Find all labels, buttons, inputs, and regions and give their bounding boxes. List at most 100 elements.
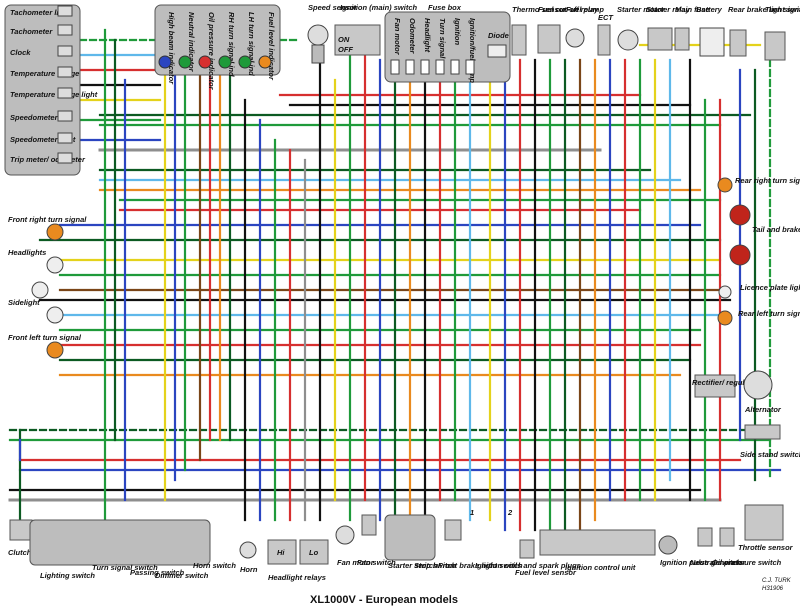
indicator-label-4: LH turn signal ind	[247, 12, 256, 76]
fuse-0	[390, 59, 400, 75]
left-lamp-2	[46, 306, 64, 324]
tail-brake-label: Tail and brake lights	[752, 225, 800, 234]
fan-motor-body	[335, 525, 355, 545]
alternator-label: Alternator	[744, 405, 782, 414]
indicator-lamp-0	[158, 55, 172, 69]
fuse-3	[435, 59, 445, 75]
fan-switch-label: Fan switch	[357, 558, 396, 567]
fan-switch-body	[361, 514, 377, 536]
fuel-relay-body	[537, 24, 561, 54]
relay-lo-text: Lo	[309, 548, 319, 557]
instrument-connector-7	[57, 152, 73, 164]
rectifier-body	[694, 374, 736, 398]
throttle-sensor-body	[744, 504, 784, 541]
instrument-connector-5	[57, 110, 73, 122]
front-brake-label: Front brake light switch	[438, 561, 523, 570]
fuse-label-3: Turn signal	[438, 18, 447, 59]
left-lamps: Front right turn signalHeadlightsSidelig…	[8, 215, 87, 359]
fuse-5	[465, 59, 475, 75]
instrument-label-3: Temperature gauge	[10, 69, 79, 78]
rectifier-label: Rectifier/ regulator	[692, 378, 760, 387]
indicator-label-5: Fuel level indicator	[267, 12, 276, 81]
horn-label: Horn	[240, 565, 258, 574]
ignition-coils-label: Ignition coils and spark plugs	[475, 561, 581, 570]
instrument-connector-6	[57, 132, 73, 144]
main-fuse-body	[674, 27, 690, 51]
diagram-title: XL1000V - European models	[310, 594, 458, 606]
indicator-label-2: Oil pressure indicator	[207, 12, 216, 91]
rear-right-turn-label: Rear right turn signal	[735, 176, 800, 185]
instrument-cluster: Tachometer lightTachometerClockTemperatu…	[4, 4, 98, 176]
starter-motor-label: Starter motor	[617, 5, 666, 14]
icu-label: Ignition control unit	[565, 563, 636, 572]
left-lamp-1	[46, 256, 64, 274]
indicator-lamp-2	[198, 55, 212, 69]
neutral-switch-body	[697, 527, 713, 547]
coil-1-number: 1	[470, 508, 474, 517]
handlebar-switch-block	[29, 519, 211, 566]
fuse-label-5: Ignition/fuel pump	[468, 18, 477, 83]
pulse-generator-body	[658, 535, 678, 555]
pulse-generator-label: Ignition pulse generator	[660, 558, 747, 567]
credit-name: C.J. TURK	[762, 578, 792, 584]
top-right-components: Thermo sensor Fuel cut-off relay Fuel pu…	[511, 5, 800, 61]
ignition-pos-on: ON	[338, 35, 350, 44]
left-lamp-3	[46, 341, 64, 359]
left-lamp-label-1: Headlights	[8, 248, 46, 257]
front-brake-switch-body	[444, 519, 462, 541]
horn-body	[239, 541, 257, 559]
instrument-connector-3	[57, 66, 73, 78]
ignition-pos-off: OFF	[338, 45, 353, 54]
turn-switch-label: Turn signal switch	[92, 563, 158, 572]
left-lamp-0	[46, 223, 64, 241]
instrument-label-7: Trip meter/ odometer	[10, 155, 86, 164]
thermo-sensor-label: Thermo sensor	[512, 5, 567, 14]
indicator-panel: High beam indicator Neutral indicator Oil …	[154, 4, 281, 91]
indicator-label-0: High beam indicator	[167, 12, 176, 85]
headlight-relays-label: Headlight relays	[268, 573, 326, 582]
rear-brake-switch-body	[729, 29, 747, 57]
instrument-connector-2	[57, 45, 73, 57]
fuel-level-body	[519, 539, 535, 559]
fuel-pump-body	[565, 28, 585, 48]
instrument-connector-0	[57, 5, 73, 17]
thermo-sensor-body	[511, 24, 527, 56]
speed-sensor: Speed sensor	[307, 3, 358, 64]
turn-relay-label: Turn signal relay	[765, 5, 800, 14]
instrument-label-5: Speedometer	[10, 113, 59, 122]
starter-motor-body	[617, 29, 639, 51]
left-lamp-label-2: Sidelight	[8, 298, 40, 307]
licence-plate-label: Licence plate light	[740, 283, 800, 292]
starter-switch-label: Starter switch	[388, 561, 438, 570]
main-fuse-label: Main fuse	[675, 5, 710, 14]
indicator-label-3: RH turn signal ind	[227, 12, 236, 77]
passing-switch-label: Passing switch	[130, 568, 185, 577]
instrument-label-0: Tachometer light	[10, 8, 71, 17]
neutral-switch-label: Neutral switch	[690, 558, 742, 567]
ect-body	[597, 24, 611, 56]
ignition-switch: Ignition (main) switch ON OFF	[334, 3, 417, 56]
relay-lo	[299, 539, 329, 565]
diode-label: Diode	[488, 31, 509, 40]
side-stand-label: Side stand switch	[740, 450, 800, 459]
bottom-components: Clutch switch Lighting switch Turn signa…	[8, 504, 794, 582]
indicator-label-1: Neutral indicator	[187, 12, 196, 73]
instrument-connector-4	[57, 87, 73, 99]
fuse-label-0: Fan motor	[393, 18, 402, 56]
fuse-4	[450, 59, 460, 75]
horn-switch-label: Horn switch	[193, 561, 236, 570]
fuse-1	[405, 59, 415, 75]
ignition-switch-label: Ignition (main) switch	[340, 3, 417, 12]
indicator-lamp-1	[178, 55, 192, 69]
starter-relay-label: Starter relay	[646, 5, 691, 14]
indicator-lamp-4	[238, 55, 252, 69]
left-lamp-label-0: Front right turn signal	[8, 215, 87, 224]
credit-code: H31906	[762, 586, 784, 592]
instrument-label-1: Tachometer	[10, 27, 53, 36]
side-stand-body	[744, 424, 781, 440]
stop-switch-label: Stop switch	[414, 561, 457, 570]
relay-hi-text: Hi	[277, 548, 285, 557]
oil-switch-body	[719, 527, 735, 547]
